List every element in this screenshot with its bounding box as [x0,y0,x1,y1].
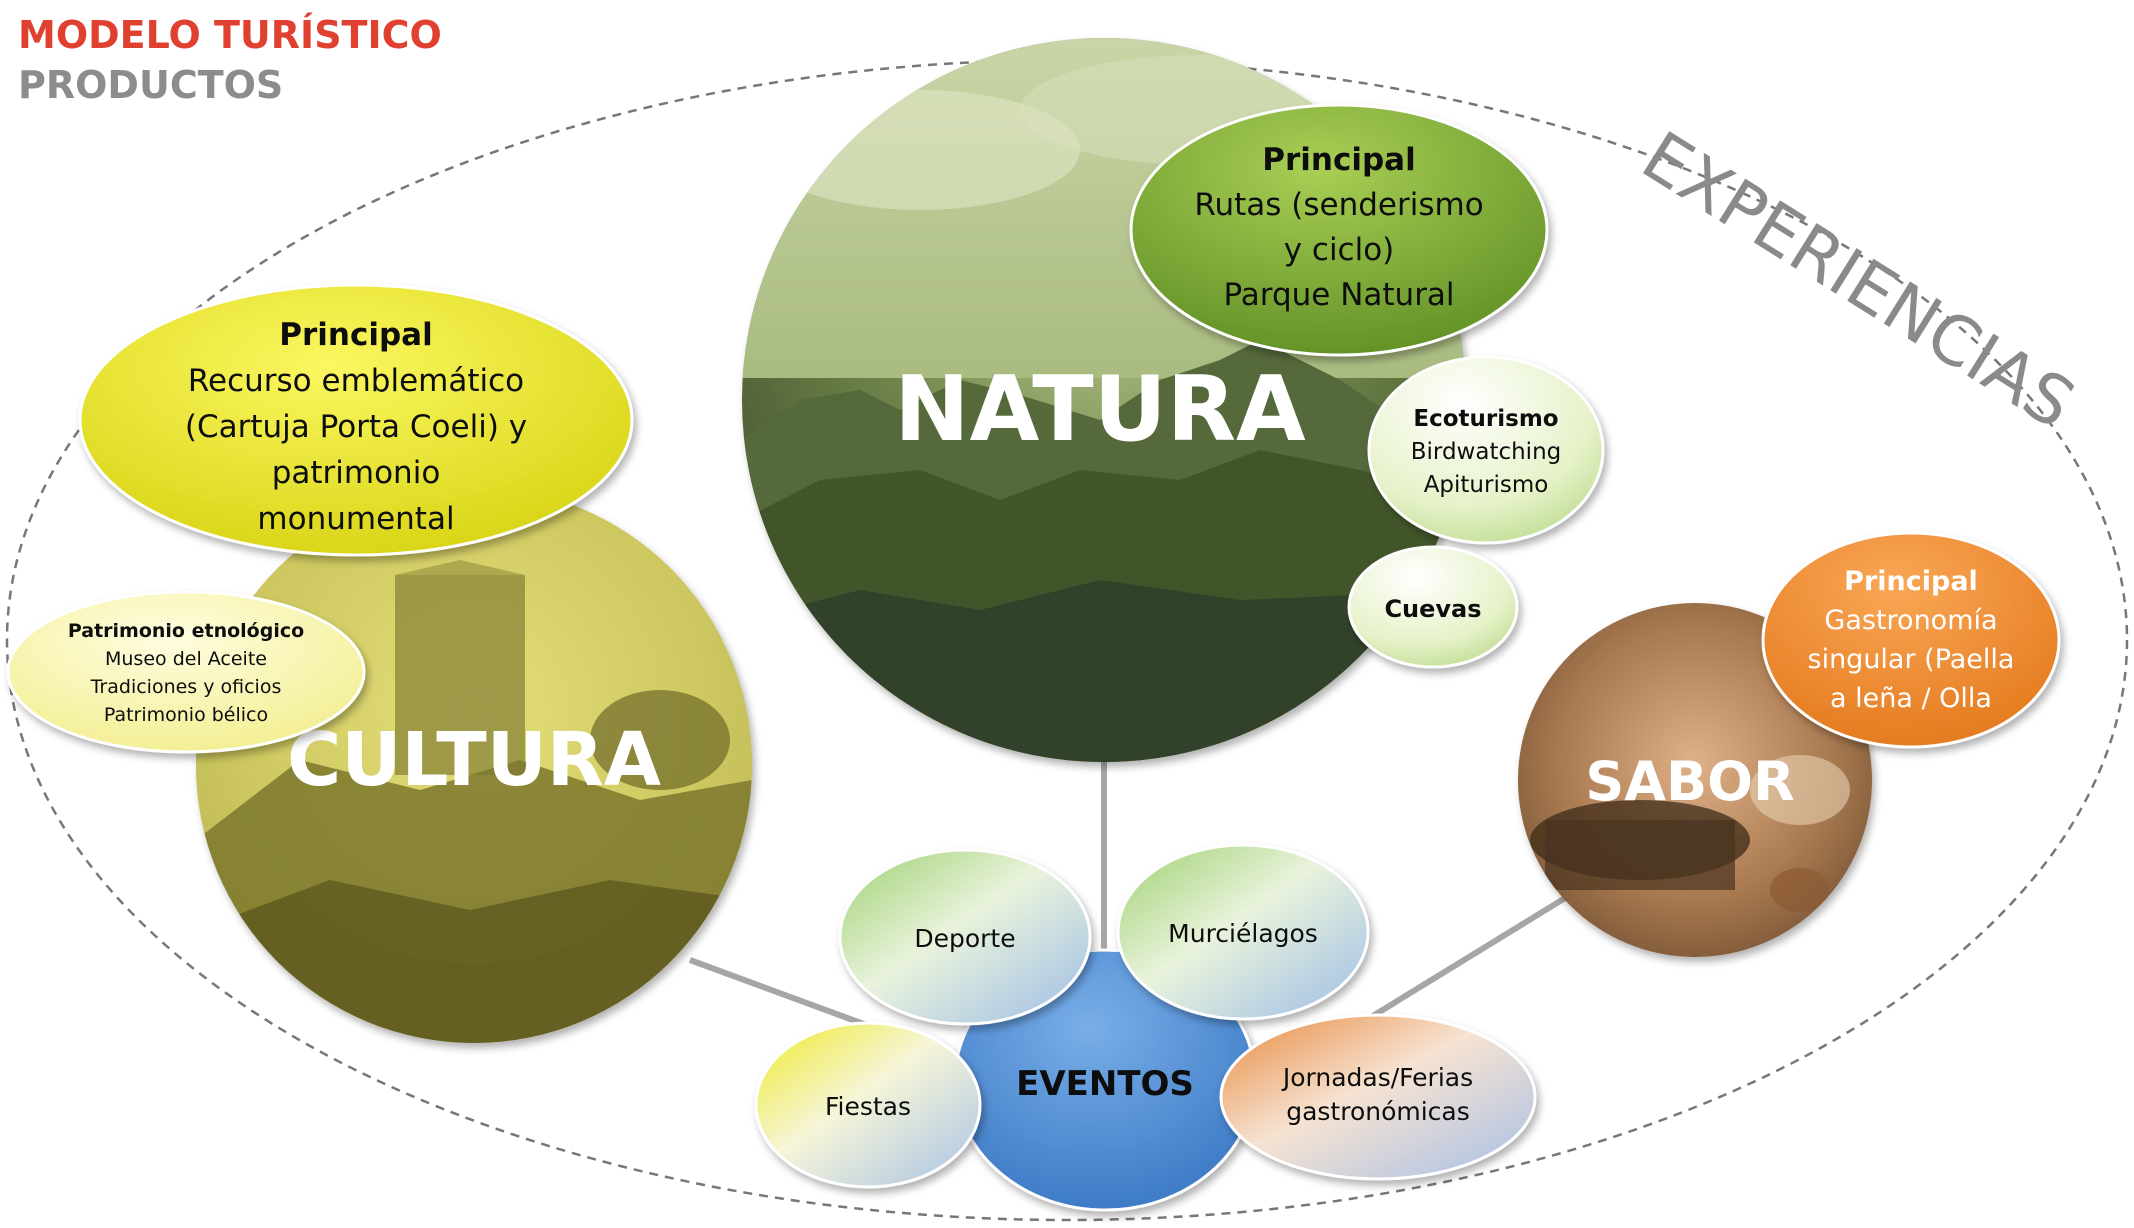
jornadas-bubble: Jornadas/Ferias gastronómicas [1219,1013,1537,1181]
sabor-label: SABOR [1585,750,1794,813]
natura-principal-line-1: Rutas (senderismo [1194,187,1483,223]
ecoturismo-heading: Ecoturismo [1413,406,1558,432]
fiestas-bubble: Fiestas [754,1021,982,1189]
cultura-principal-bubble: Principal Recurso emblemático (Cartuja P… [78,283,634,557]
ecoturismo-line-2: Apiturismo [1424,472,1549,498]
cultura-principal-line-2: (Cartuja Porta Coeli) y [185,409,527,445]
diagram-subtitle: PRODUCTOS [18,63,283,107]
cultura-connector [688,957,882,1033]
ecoturismo-bubble: Ecoturismo Birdwatching Apiturismo [1367,355,1605,545]
cultura-principal-heading: Principal [279,317,432,353]
experiencias-frame [5,58,2129,1222]
sabor-connector [1348,892,1572,1033]
murcielagos-bubble: Murciélagos [1116,843,1370,1021]
natura-label: NATURA [894,357,1306,462]
sabor-principal-bubble: Principal Gastronomía singular (Paella a… [1761,531,2061,749]
jornadas-line-1: Jornadas/Ferias [1281,1063,1473,1092]
cuevas-bubble: Cuevas [1347,545,1519,669]
etnologico-heading: Patrimonio etnológico [68,620,304,642]
cultura-principal-line-4: monumental [257,501,454,537]
deporte-label: Deporte [914,924,1015,953]
cultura-circle: CULTURA [196,487,752,1043]
ecoturismo-line-1: Birdwatching [1411,439,1562,465]
natura-principal-line-3: Parque Natural [1223,277,1454,313]
experiencias-label: EXPERIENCIAS [1628,117,2087,445]
sabor-principal-line-3: a leña / Olla [1830,683,1992,714]
fiestas-label: Fiestas [825,1092,911,1121]
jornadas-line-2: gastronómicas [1286,1097,1470,1126]
sabor-principal-heading: Principal [1844,566,1978,597]
eventos-circle: EVENTOS [953,948,1257,1212]
etnologico-line-3: Patrimonio bélico [104,704,268,726]
natura-principal-line-2: y ciclo) [1284,232,1395,268]
natura-principal-heading: Principal [1262,142,1415,178]
murcielagos-label: Murciélagos [1168,919,1318,948]
sabor-principal-line-2: singular (Paella [1808,644,2015,675]
natura-principal-bubble: Principal Rutas (senderismo y ciclo) Par… [1129,103,1549,357]
patrimonio-etnologico-bubble: Patrimonio etnológico Museo del Aceite T… [6,590,366,754]
eventos-label: EVENTOS [1016,1064,1194,1104]
deporte-bubble: Deporte [838,848,1092,1026]
cuevas-label: Cuevas [1384,595,1481,623]
cultura-principal-line-3: patrimonio [272,455,441,491]
etnologico-line-2: Tradiciones y oficios [90,676,282,698]
connectors [688,762,1572,1033]
diagram-title: MODELO TURÍSTICO [18,13,442,57]
cultura-principal-line-1: Recurso emblemático [188,363,524,399]
cultura-label: CULTURA [287,717,661,803]
etnologico-line-1: Museo del Aceite [105,648,267,670]
sabor-principal-line-1: Gastronomía [1824,605,1997,636]
